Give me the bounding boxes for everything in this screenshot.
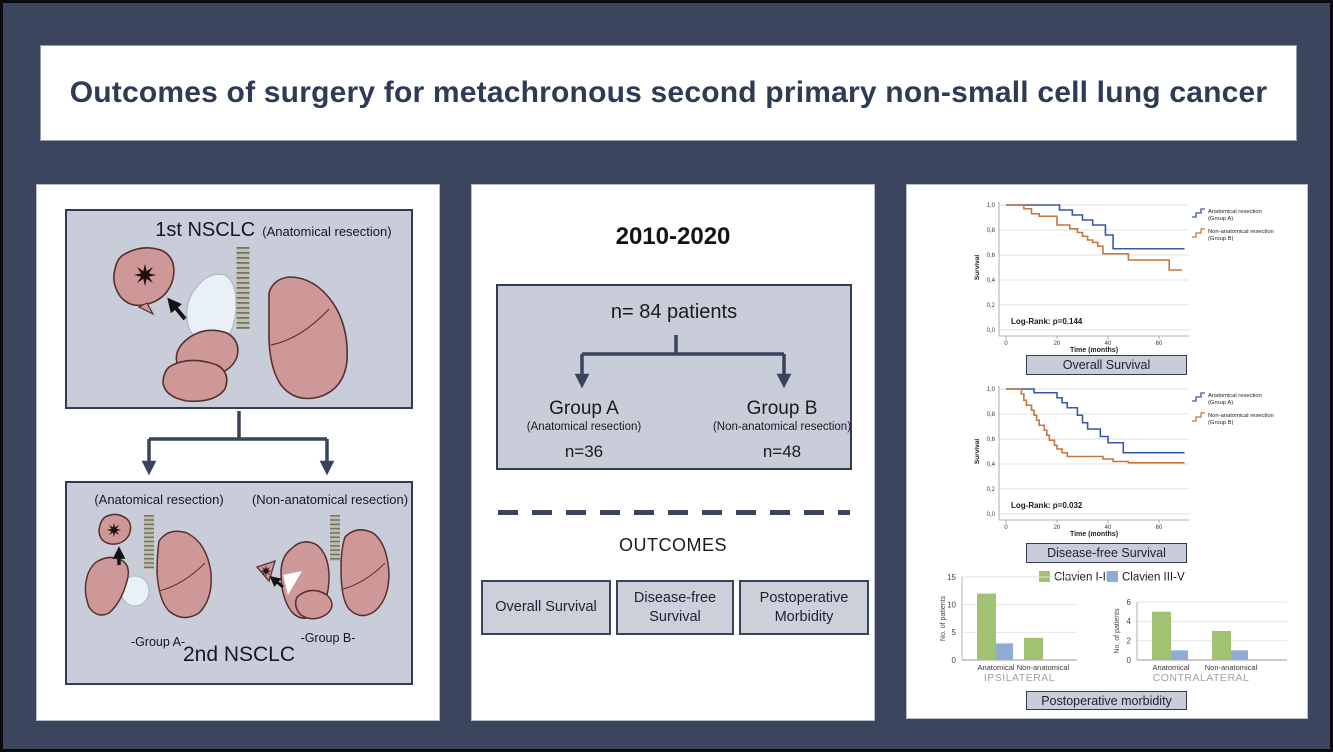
group-a-name: Group A	[549, 398, 619, 419]
second-nsclc-box: (Anatomical resection) (Non-anatomical r…	[65, 481, 413, 685]
group-b-label: -Group B-	[300, 631, 356, 645]
postoperative-morbidity-bar-charts: Clavien I-II Clavien III-V 0 5 10 15Anatomica…	[940, 571, 1287, 684]
first-nsclc-title: 1st NSCLC(Anatomical resection)	[155, 219, 392, 241]
panel-study-flow: 2010-2020 n= 84 patients Group A (Anatom…	[471, 184, 875, 721]
svg-text:1,0: 1,0	[987, 203, 996, 209]
svg-text:20: 20	[1054, 341, 1061, 347]
panel-surgery-illustrations: 1st NSCLC(Anatomical resection)	[36, 184, 440, 721]
svg-text:Time (months): Time (months)	[1070, 347, 1118, 354]
svg-text:0,4: 0,4	[987, 278, 996, 284]
svg-text:Anatomical resection: Anatomical resection	[1208, 393, 1262, 399]
svg-text:Anatomical: Anatomical	[977, 663, 1014, 672]
svg-text:0,2: 0,2	[987, 303, 996, 309]
svg-text:(Group B): (Group B)	[1208, 420, 1234, 426]
svg-text:Time (months): Time (months)	[1070, 531, 1118, 538]
svg-text:0,0: 0,0	[987, 512, 996, 518]
svg-text:0: 0	[1004, 341, 1008, 347]
group-a-method: (Anatomical resection)	[526, 421, 642, 433]
group-a-n: n=36	[564, 442, 604, 461]
svg-text:Clavien I-II: Clavien I-II	[1054, 572, 1109, 584]
lungs-illustration-group-a	[84, 513, 212, 619]
group-b-n: n=48	[762, 442, 802, 461]
svg-text:2: 2	[1127, 636, 1132, 645]
page-title: Outcomes of surgery for metachronous sec…	[69, 76, 1268, 109]
svg-text:No. of patients: No. of patients	[940, 595, 947, 641]
non-anatomical-resection-label: (Non-anatomical resection)	[251, 492, 409, 507]
svg-text:Non-anatomical: Non-anatomical	[1017, 663, 1070, 672]
svg-text:Survival: Survival	[974, 439, 981, 464]
svg-text:0,2: 0,2	[987, 487, 996, 493]
svg-text:CONTRALATERAL: CONTRALATERAL	[1153, 672, 1250, 684]
svg-text:Log-Rank: p=0.032: Log-Rank: p=0.032	[1011, 501, 1083, 510]
svg-text:IPSILATERAL: IPSILATERAL	[984, 672, 1055, 684]
group-b-method: (Non-anatomical resection)	[712, 421, 852, 433]
svg-text:4: 4	[1127, 617, 1132, 626]
svg-text:No. of patients: No. of patients	[1114, 608, 1121, 654]
split-connector-arrows	[141, 411, 335, 476]
first-nsclc-box: 1st NSCLC(Anatomical resection)	[65, 209, 413, 409]
svg-text:6: 6	[1127, 598, 1132, 607]
svg-text:Survival: Survival	[974, 255, 981, 280]
second-nsclc-title: 2nd NSCLC	[182, 643, 296, 666]
svg-text:Clavien III-V: Clavien III-V	[1122, 572, 1185, 584]
svg-text:20: 20	[1054, 525, 1061, 531]
outcome-postoperative-morbidity: Postoperative Morbidity	[739, 580, 869, 635]
svg-text:Log-Rank: p=0.144: Log-Rank: p=0.144	[1011, 317, 1083, 326]
svg-text:0: 0	[952, 656, 957, 665]
outcome-overall-survival: Overall Survival	[481, 580, 611, 635]
svg-text:Anatomical: Anatomical	[1152, 663, 1189, 672]
svg-text:1,0: 1,0	[987, 387, 996, 393]
outcome-disease-free-survival: Disease-free Survival	[616, 580, 734, 635]
svg-text:60: 60	[1156, 525, 1163, 531]
group-a-label: -Group A-	[130, 635, 186, 649]
svg-text:Non-anatomical: Non-anatomical	[1205, 663, 1258, 672]
svg-text:(Group A): (Group A)	[1208, 216, 1233, 222]
study-period: 2010-2020	[615, 223, 731, 250]
group-b-summary: Group B (Non-anatomical resection) n=48	[710, 398, 854, 462]
svg-text:Anatomical resection: Anatomical resection	[1208, 209, 1262, 215]
anatomical-resection-label: (Anatomical resection)	[94, 492, 224, 507]
disease-free-survival-caption: Disease-free Survival	[1026, 543, 1187, 563]
svg-text:10: 10	[947, 600, 956, 609]
svg-text:5: 5	[952, 628, 957, 637]
cohort-flow-box: n= 84 patients Group A (Anatomical resec…	[496, 284, 852, 470]
outcomes-heading: OUTCOMES	[618, 535, 727, 555]
svg-text:(Group A): (Group A)	[1208, 400, 1233, 406]
postoperative-morbidity-caption: Postoperative morbidity	[1026, 691, 1187, 710]
svg-text:0,8: 0,8	[987, 228, 996, 234]
svg-text:(Group B): (Group B)	[1208, 236, 1234, 242]
lungs-illustration-first-nsclc	[113, 247, 349, 403]
svg-text:60: 60	[1156, 341, 1163, 347]
svg-text:0,6: 0,6	[987, 253, 996, 259]
overall-survival-caption: Overall Survival	[1026, 355, 1187, 375]
svg-text:0,8: 0,8	[987, 412, 996, 418]
svg-text:15: 15	[947, 573, 956, 582]
svg-text:40: 40	[1105, 525, 1112, 531]
svg-text:Non-anatomical resection: Non-anatomical resection	[1208, 413, 1274, 419]
cohort-size: n= 84 patients	[610, 301, 738, 323]
svg-text:0: 0	[1004, 525, 1008, 531]
lungs-illustration-group-b	[255, 515, 390, 620]
group-b-name: Group B	[746, 398, 818, 419]
cohort-split-arrows	[574, 335, 792, 389]
group-a-summary: Group A (Anatomical resection) n=36	[512, 398, 656, 462]
svg-text:Non-anatomical resection: Non-anatomical resection	[1208, 229, 1274, 235]
svg-text:0,6: 0,6	[987, 437, 996, 443]
title-banner: Outcomes of surgery for metachronous sec…	[40, 45, 1297, 141]
dashed-divider	[498, 510, 850, 515]
svg-text:0,4: 0,4	[987, 462, 996, 468]
svg-text:0: 0	[1127, 656, 1132, 665]
svg-text:40: 40	[1105, 341, 1112, 347]
svg-text:0,0: 0,0	[987, 328, 996, 334]
